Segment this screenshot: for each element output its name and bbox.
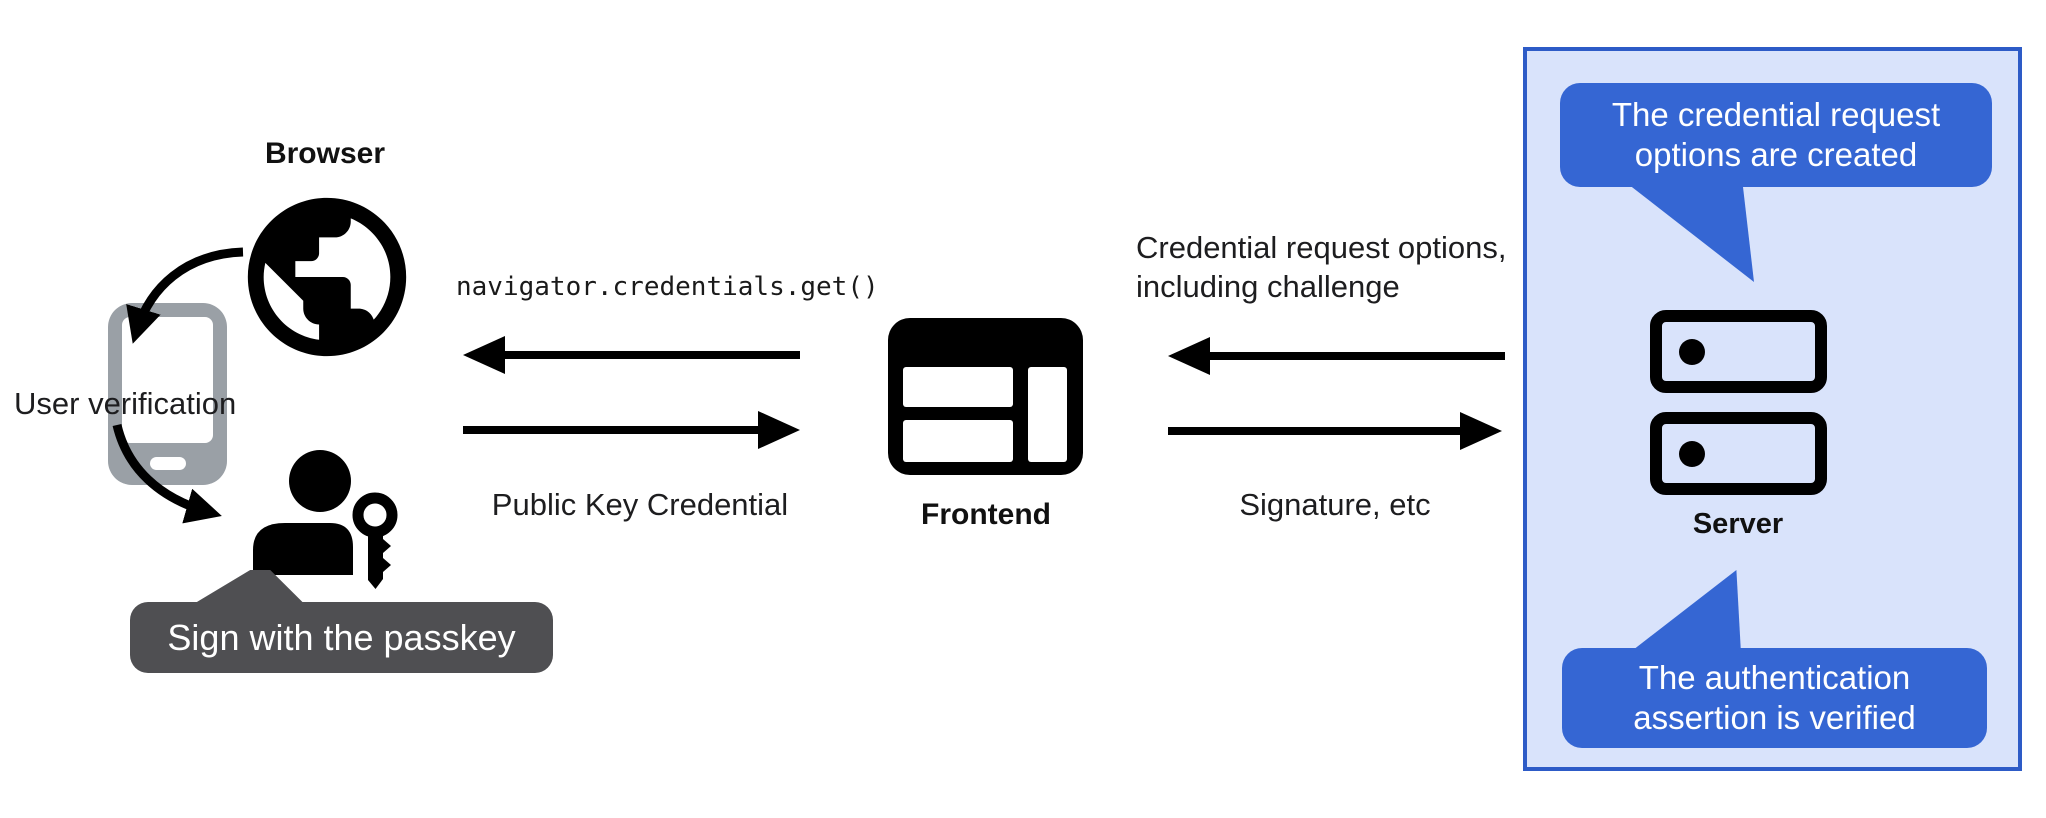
- phone-icon: [108, 303, 227, 485]
- server-to-frontend-arrow: [1168, 337, 1505, 375]
- browser-to-phone-arrow: [126, 247, 244, 344]
- arrow-shaft: [463, 426, 760, 434]
- passkey-badge: Sign with the passkey: [130, 602, 553, 673]
- passkey-badge-label: Sign with the passkey: [167, 616, 516, 658]
- assertion-verified-bubble: The authentication assertion is verified: [1562, 648, 1987, 748]
- browser-to-frontend-arrow: [463, 411, 800, 449]
- arrow-head-left-icon: [1168, 337, 1210, 375]
- frontend-to-server-arrow: [1168, 412, 1502, 450]
- top-bubble-line1: The credential request: [1611, 96, 1941, 133]
- navigator-credentials-get-label: navigator.credentials.get(): [456, 272, 879, 302]
- globe-browser-icon: [247, 197, 407, 357]
- top-bubble-line2: options are created: [1634, 136, 1918, 173]
- arrow-head-left-icon: [463, 336, 505, 374]
- bottom-bubble-line2: assertion is verified: [1633, 699, 1916, 736]
- frontend-label: Frontend: [921, 498, 1051, 531]
- credential-request-options-label: Credential request options, including ch…: [1136, 228, 1507, 306]
- frontend-to-browser-arrow: [463, 336, 800, 374]
- arrow-head-right-icon: [1460, 412, 1502, 450]
- server-label: Server: [1692, 508, 1784, 540]
- credential-request-options-line2: including challenge: [1136, 269, 1400, 304]
- arrow-head-right-icon: [758, 411, 800, 449]
- frontend-window-icon: [888, 318, 1083, 475]
- public-key-credential-label: Public Key Credential: [491, 487, 789, 522]
- arrow-shaft: [1168, 427, 1462, 435]
- person-passkey-icon: [253, 450, 398, 589]
- signature-etc-label: Signature, etc: [1239, 487, 1431, 522]
- credential-request-options-line1: Credential request options,: [1136, 230, 1507, 265]
- user-verification-label: User verification: [14, 386, 237, 421]
- arrow-shaft: [1208, 352, 1505, 360]
- bottom-bubble-line1: The authentication: [1638, 659, 1911, 696]
- credential-options-created-bubble: The credential request options are creat…: [1560, 83, 1992, 187]
- arrow-shaft: [503, 351, 800, 359]
- left-artwork: [108, 197, 407, 589]
- phone-to-user-arrow: [112, 423, 222, 524]
- browser-label: Browser: [264, 137, 386, 170]
- server-stack-icon: [1650, 310, 1827, 495]
